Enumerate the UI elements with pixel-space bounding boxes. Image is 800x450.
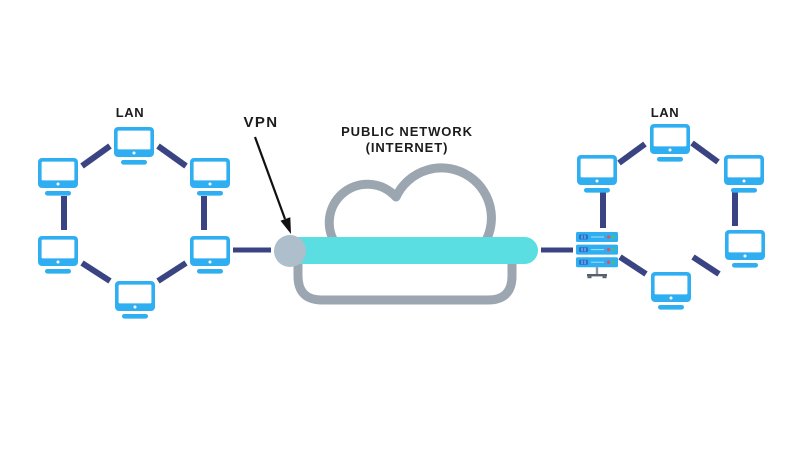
right-lan-label: LAN [651, 105, 680, 120]
computer-icon [115, 281, 155, 319]
right-lan-ring: LAN [576, 105, 765, 310]
lan-link [80, 260, 112, 284]
computer-icon [725, 230, 765, 268]
left-lan-ring: LAN [38, 105, 271, 319]
vpn-label: VPN [243, 114, 278, 131]
lan-link [618, 254, 648, 277]
computer-icon [650, 124, 690, 162]
public-network-cloud: PUBLIC NETWORK (INTERNET) [274, 124, 573, 305]
lan-link [156, 143, 188, 169]
tunnel-endpoint-cap [274, 235, 306, 267]
computer-icon [38, 158, 78, 196]
vpn-tunnel-tube [285, 237, 538, 264]
lan-link [156, 260, 188, 284]
computer-icon [38, 236, 78, 274]
computer-icon [114, 127, 154, 165]
lan-link [691, 254, 721, 277]
internet-cloud-puffs [324, 163, 496, 256]
computer-icon [724, 155, 764, 193]
computer-icon [190, 236, 230, 274]
lan-link [690, 140, 720, 165]
vpn-pointer-arrow-line [253, 136, 287, 220]
public-network-label-line2: (INTERNET) [366, 140, 449, 155]
left-lan-label: LAN [116, 105, 145, 120]
vpn-annotation: VPN [243, 114, 291, 234]
vpn-pointer-arrow-head [280, 217, 291, 234]
computer-icon [190, 158, 230, 196]
lan-link [80, 143, 112, 169]
computer-icon [577, 155, 617, 193]
public-network-label-line1: PUBLIC NETWORK [341, 124, 473, 139]
lan-link [617, 141, 647, 166]
server-rack-icon [576, 232, 618, 279]
computer-icon [651, 272, 691, 310]
